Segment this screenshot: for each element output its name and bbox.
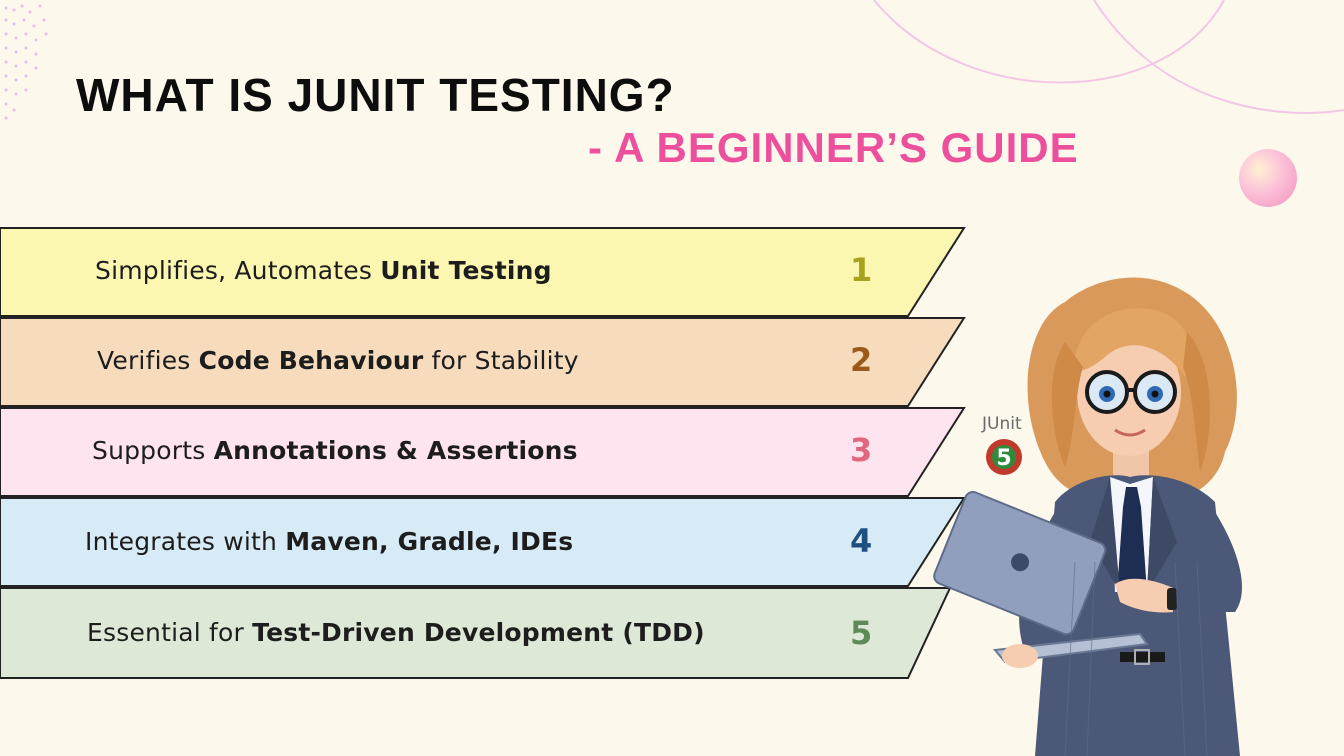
junit-logo-icon: 5 [986, 439, 1022, 475]
band-4 [0, 497, 966, 587]
junit-logo-digit: 5 [996, 446, 1011, 471]
row-5-number: 5 [850, 614, 873, 652]
page-subtitle: - A BEGINNER’S GUIDE [588, 124, 1079, 171]
row-2-text: Verifies Code Behaviour for Stability [97, 346, 579, 375]
band-2 [0, 317, 966, 407]
row-3-number: 3 [850, 431, 873, 469]
row-5-text: Essential for Test-Driven Development (T… [87, 618, 705, 647]
junit-logo-wordmark: JUnit [982, 414, 1022, 434]
page-title: WHAT IS JUNIT TESTING? [76, 69, 675, 121]
row-1-text: Simplifies, Automates Unit Testing [95, 256, 552, 285]
row-4-number: 4 [850, 522, 873, 560]
row-4-text: Integrates with Maven, Gradle, IDEs [85, 527, 574, 556]
row-2-number: 2 [850, 341, 873, 379]
woman-with-laptop-illustration [933, 277, 1243, 756]
row-1-number: 1 [850, 251, 873, 289]
row-3-text: Supports Annotations & Assertions [92, 436, 578, 465]
band-1 [0, 227, 966, 317]
band-3 [0, 407, 966, 497]
band-5 [0, 587, 952, 679]
